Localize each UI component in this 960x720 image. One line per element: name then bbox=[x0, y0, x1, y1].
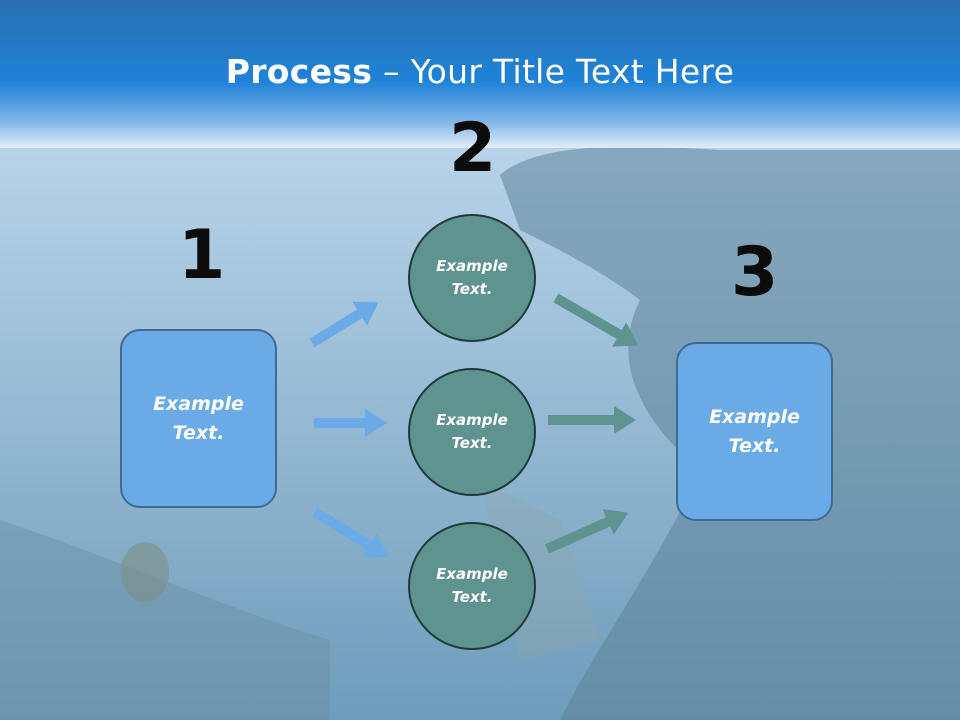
title-rest: Your Title Text Here bbox=[410, 52, 735, 91]
circle-middle-line2: Text. bbox=[451, 434, 493, 452]
step-number-2: 2 bbox=[449, 109, 497, 188]
step-3-line1: Example bbox=[709, 405, 800, 428]
step-2-circle-top: Example Text. bbox=[408, 214, 536, 342]
circle-middle-line1: Example bbox=[436, 411, 508, 429]
circle-bottom-line1: Example bbox=[436, 565, 508, 583]
step-1-line2: Text. bbox=[172, 421, 225, 444]
step-2-circle-middle: Example Text. bbox=[408, 368, 536, 496]
title-dash: – bbox=[372, 52, 411, 91]
step-3-line2: Text. bbox=[728, 434, 781, 457]
circle-top-line2: Text. bbox=[451, 280, 493, 298]
step-1-box: Example Text. bbox=[120, 329, 277, 508]
step-number-3: 3 bbox=[731, 233, 779, 312]
step-1-line1: Example bbox=[153, 392, 244, 415]
step-number-1: 1 bbox=[178, 216, 226, 295]
slide-title: Process – Your Title Text Here bbox=[0, 52, 960, 91]
circle-bottom-line2: Text. bbox=[451, 588, 493, 606]
title-bold: Process bbox=[225, 52, 373, 91]
step-2-circle-bottom: Example Text. bbox=[408, 522, 536, 650]
circle-top-line1: Example bbox=[436, 257, 508, 275]
step-3-box: Example Text. bbox=[676, 342, 833, 521]
